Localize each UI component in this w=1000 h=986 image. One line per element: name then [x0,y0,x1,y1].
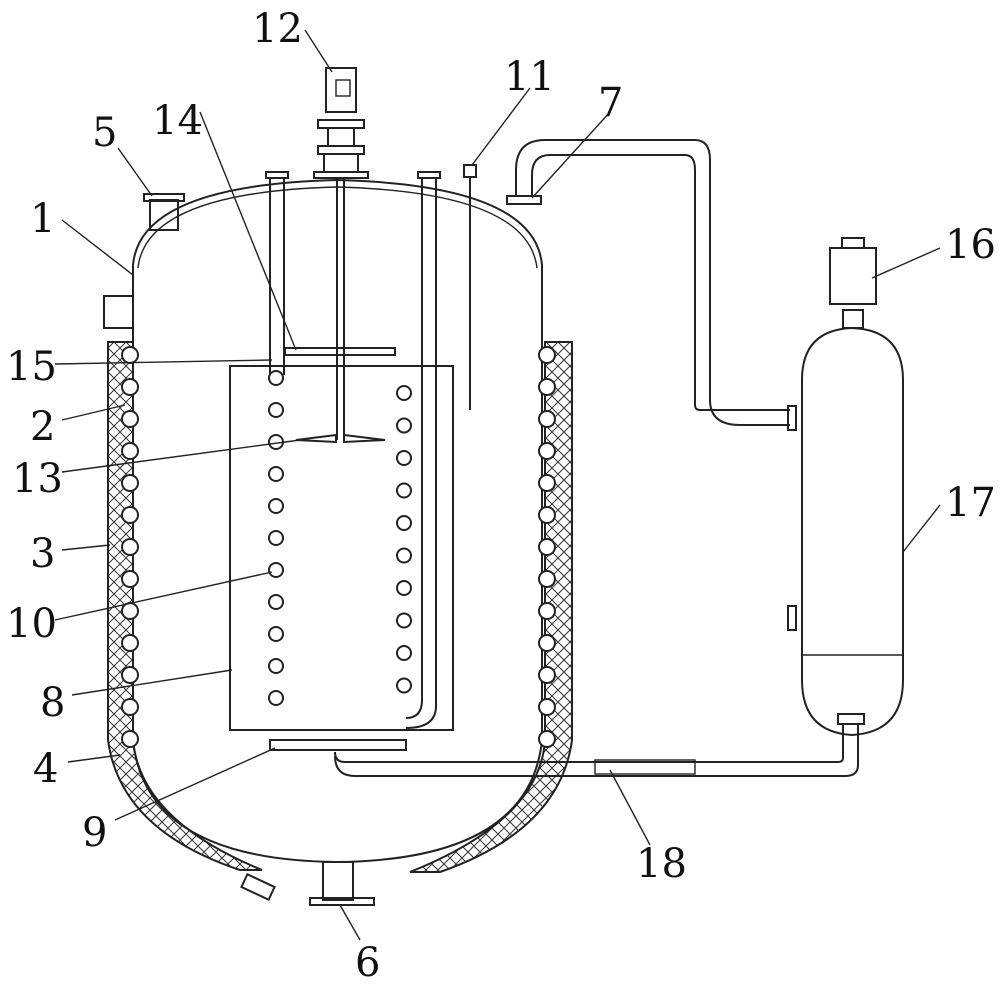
inner-pipes [266,165,476,728]
impeller-13 [296,435,385,442]
coil-turn [539,475,555,491]
coil-turn [539,347,555,363]
hole [269,531,283,545]
coil-turn [122,379,138,395]
condenser-tank-17 [788,238,903,735]
hole [269,371,283,385]
hole [269,691,283,705]
label-8: 8 [40,680,65,726]
label-5: 5 [92,110,117,156]
label-15: 15 [6,344,57,390]
coil-turn [122,667,138,683]
hole [397,679,411,693]
coil-turn [539,507,555,523]
hole [397,419,411,433]
coil-turn [122,507,138,523]
hole [397,581,411,595]
hole [397,386,411,400]
vessel-body [104,180,542,862]
hole [269,403,283,417]
coil-turn [539,443,555,459]
coil-turn [539,603,555,619]
label-7: 7 [598,80,623,126]
coil-turn [122,571,138,587]
coil-turn [539,571,555,587]
hole [397,451,411,465]
scraper-14 [285,348,395,355]
hole [269,659,283,673]
inner-basket-8 [230,366,453,730]
label-1: 1 [30,196,55,242]
coil-turn [122,699,138,715]
label-9: 9 [82,810,107,856]
coil-turn [122,539,138,555]
coil-turn [539,539,555,555]
label-16: 16 [945,222,996,268]
label-18: 18 [636,841,687,887]
coil-turn [122,635,138,651]
discharge-outlet-6 [241,862,374,905]
coil-turn [539,411,555,427]
coil-turn [539,699,555,715]
hole [397,614,411,628]
hole [269,467,283,481]
heating-coils [122,347,555,747]
coil-turn [122,475,138,491]
coil-turn [122,411,138,427]
hole [397,516,411,530]
perforations-10 [269,371,411,705]
coil-turn [539,635,555,651]
label-13: 13 [12,456,63,502]
label-3: 3 [30,531,55,577]
label-11: 11 [504,54,555,100]
hole [269,627,283,641]
label-10: 10 [6,601,57,647]
coil-turn [122,443,138,459]
hole [397,549,411,563]
coil-turn [122,603,138,619]
coil-turn [539,667,555,683]
hole [269,563,283,577]
coil-turn [539,731,555,747]
label-4: 4 [33,746,58,792]
label-6: 6 [355,940,380,986]
label-2: 2 [30,404,55,450]
hole [397,646,411,660]
label-12: 12 [252,6,303,52]
leader-lines [55,30,940,940]
return-pipe-18 [335,724,858,776]
gas-distributor-9 [270,740,406,750]
label-17: 17 [945,480,996,526]
hole [397,484,411,498]
coil-turn [122,731,138,747]
vacuum-pump-16 [830,248,876,304]
hole [269,499,283,513]
coil-turn [122,347,138,363]
hole [269,595,283,609]
coil-turn [539,379,555,395]
label-14: 14 [152,98,203,144]
stirring-motor-12 [314,68,368,440]
